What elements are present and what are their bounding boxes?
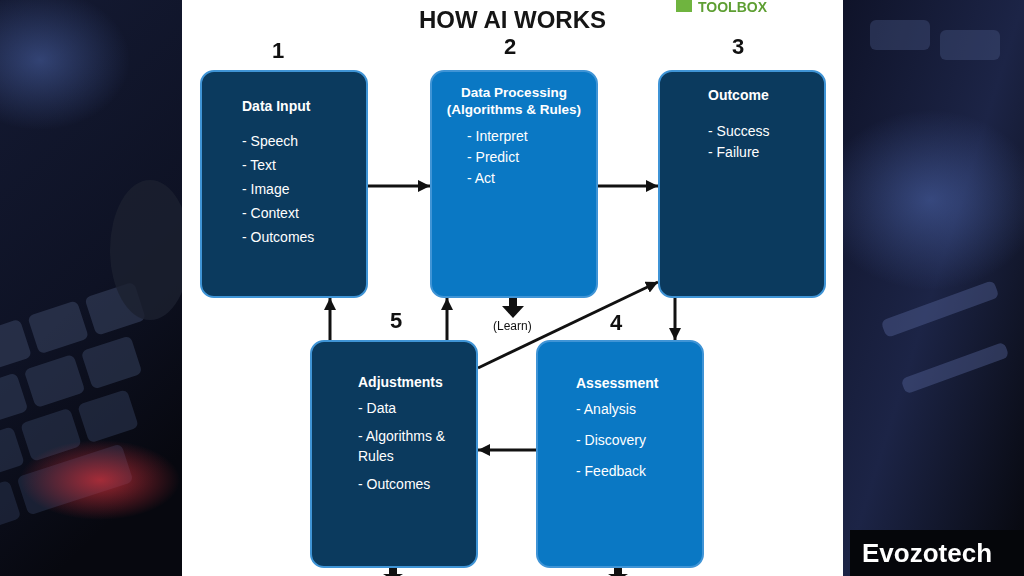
flow-arrow [674,298,677,340]
list-item: - Discovery [576,430,646,450]
list-item: - Data [358,398,396,418]
list-item: - Feedback [576,461,646,481]
hand-shadow [110,180,190,320]
offpage-arrow [608,568,628,576]
list-item: - Outcomes [358,474,430,494]
blur-light [820,110,1024,290]
list-item: - Context [242,203,299,223]
note-label: (Learn) [493,319,532,333]
process-box: Assessment - Analysis - Discovery - Feedbac… [536,340,704,568]
blur-light [0,0,130,130]
list-item: - Image [242,179,289,199]
logo-icon [676,0,692,12]
process-box: Data Processing (Algorithms & Rules) - In… [430,70,598,298]
list-item: - Failure [708,142,759,162]
callout-number: 1 [272,38,284,63]
offpage-arrow [383,568,403,576]
callout-number: 3 [732,34,744,59]
keyboard-keys [0,282,192,534]
callout-number: 4 [610,310,622,335]
box-heading: Adjustments [358,372,443,392]
list-item: - Analysis [576,399,636,419]
process-box: Data Input - Speech - Text - Image - Context… [200,70,368,298]
process-box: Outcome - Success- Failure [658,70,826,298]
flow-arrow [598,185,658,188]
flow-arrow [368,185,430,188]
caption-ground [850,530,1024,576]
list-item: - Outcomes [242,227,314,247]
list-item: - Interpret [467,126,528,146]
flow-arrow [329,298,332,340]
keyboard-keys [870,20,1009,394]
callout-number: 5 [390,308,402,333]
list-item: - Algorithms & Rules [358,426,458,466]
flow-arrow [478,449,536,452]
red-glow [20,440,180,520]
list-item: - Act [467,168,495,188]
list-item: - Success [708,121,769,141]
box-heading: Assessment [576,373,659,393]
list-item: - Predict [467,147,519,167]
box-heading: Outcome [708,85,769,105]
box-heading: Data Processing (Algorithms & Rules) [440,84,588,118]
box-heading: Data Input [242,96,310,116]
callout-number: 2 [504,34,516,59]
flow-arrow [446,298,449,340]
logo-text: TOOLBOX [698,0,767,15]
process-box: Adjustments - Data - Algorithms & Rules - O… [310,340,478,568]
learn-arrow [502,298,524,318]
list-item: - Text [242,155,276,175]
white-panel [182,0,843,576]
list-item: - Speech [242,131,298,151]
watermark: Evozotech [862,538,992,568]
